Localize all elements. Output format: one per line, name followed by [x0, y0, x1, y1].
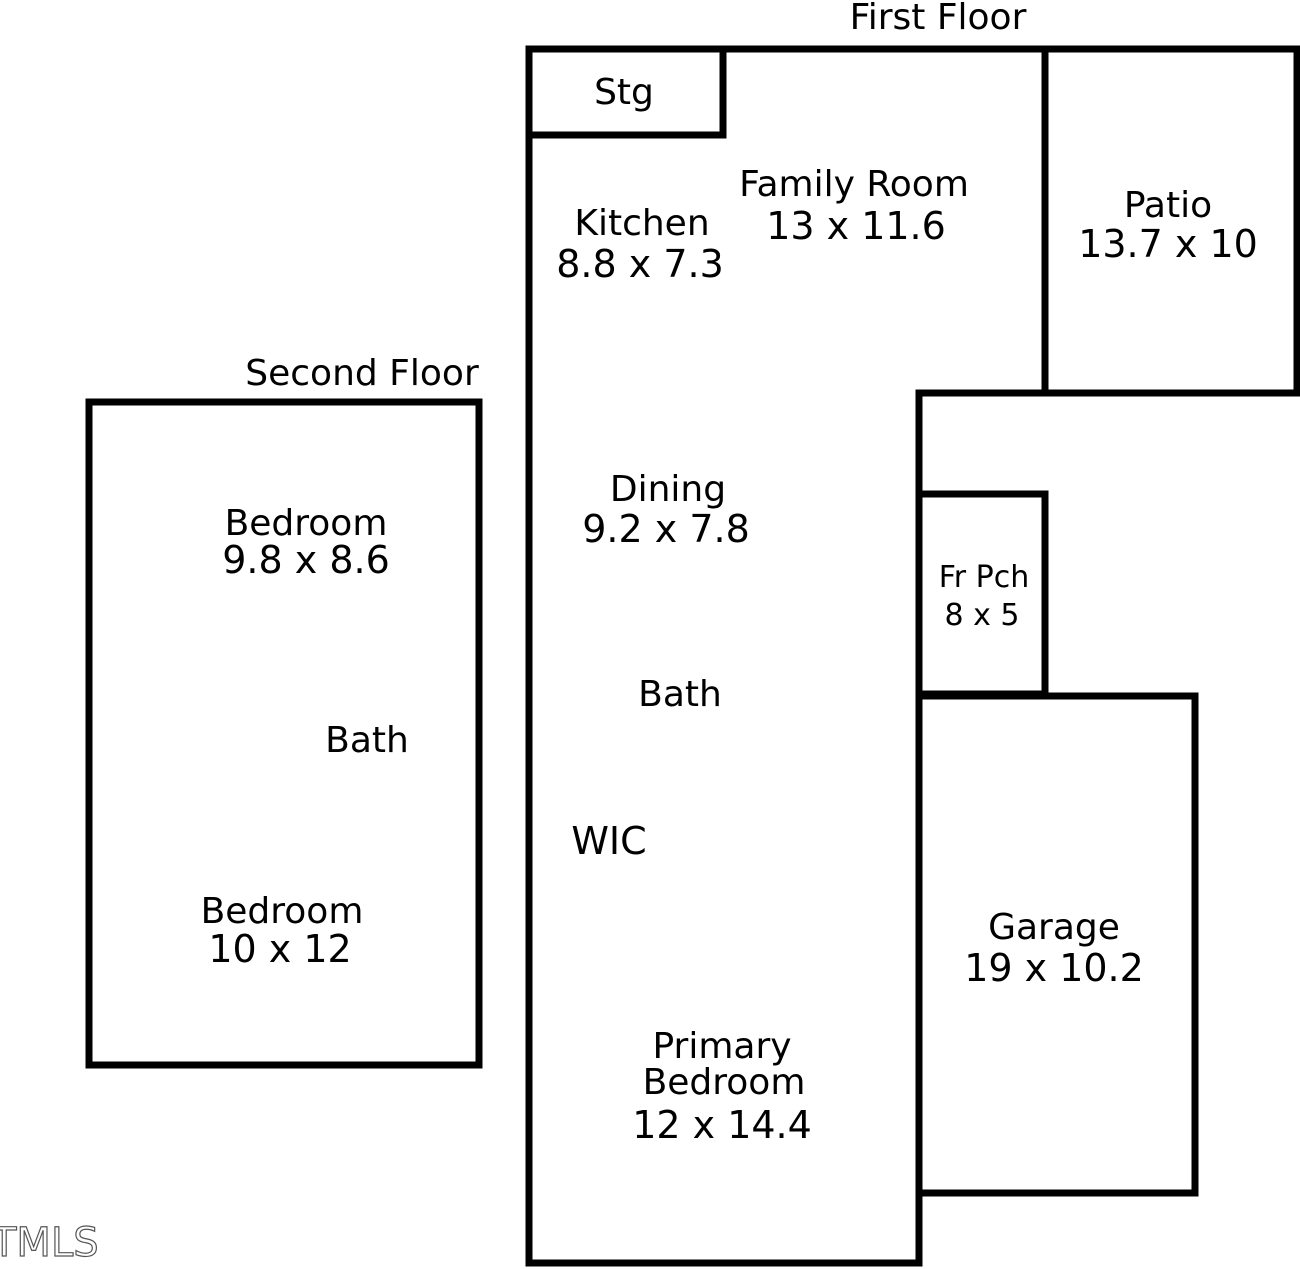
- first-floor-bath-label: Bath: [638, 674, 722, 715]
- garage-label: Garage: [988, 907, 1120, 948]
- primary-bedroom-label-line1: Primary: [652, 1026, 791, 1067]
- front-porch-dims: 8 x 5: [945, 598, 1020, 633]
- primary-bedroom-dims: 12 x 14.4: [632, 1103, 812, 1147]
- second-floor-bedroom-1-label: Bedroom: [225, 503, 388, 544]
- family-room-label: Family Room: [739, 164, 969, 205]
- second-floor-bedroom-2-label: Bedroom: [201, 891, 364, 932]
- storage-outline: [525, 45, 727, 139]
- patio-label: Patio: [1124, 185, 1212, 226]
- garage-outline: [915, 692, 1199, 1197]
- second-floor-bedroom-1-dims: 9.8 x 8.6: [222, 538, 390, 582]
- garage-dims: 19 x 10.2: [964, 946, 1144, 990]
- wic-label: WIC: [571, 819, 646, 863]
- kitchen-dims: 8.8 x 7.3: [556, 242, 724, 286]
- mls-watermark: TMLS: [0, 1220, 99, 1266]
- front-porch-label: Fr Pch: [939, 560, 1030, 595]
- second-floor-bath-label: Bath: [325, 720, 409, 761]
- family-room-dims: 13 x 11.6: [766, 204, 946, 248]
- second-floor-bedroom-2-dims: 10 x 12: [208, 927, 351, 971]
- dining-label: Dining: [610, 469, 726, 510]
- primary-bedroom-label-line2: Bedroom: [643, 1062, 806, 1103]
- first-floor-title: First Floor: [850, 0, 1027, 38]
- second-floor-outline: [85, 398, 483, 1069]
- patio-dims: 13.7 x 10: [1078, 222, 1258, 266]
- dining-dims: 9.2 x 7.8: [582, 507, 750, 551]
- kitchen-label: Kitchen: [574, 203, 709, 244]
- second-floor-title: Second Floor: [245, 353, 479, 394]
- patio-outline: [1041, 45, 1300, 397]
- stg-label: Stg: [594, 72, 654, 113]
